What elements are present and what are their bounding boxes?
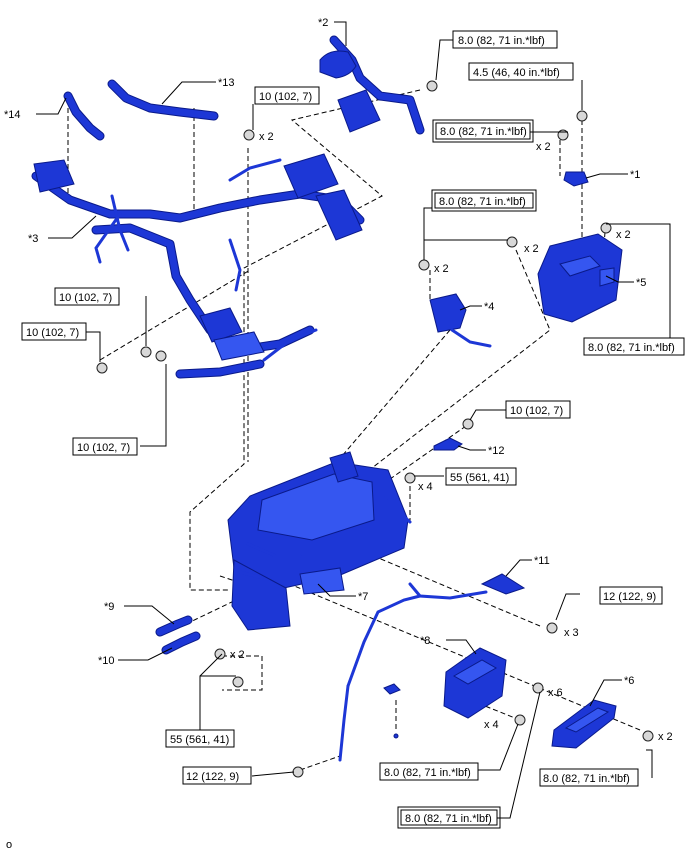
bolt-icon bbox=[514, 714, 526, 726]
bolt-icon bbox=[292, 766, 304, 778]
bolt-icon bbox=[576, 110, 588, 122]
svg-text:12 (122, 9): 12 (122, 9) bbox=[603, 591, 656, 603]
hose-part-2 bbox=[319, 35, 425, 135]
bolt-icon bbox=[404, 472, 416, 484]
callout-part-13: *13 bbox=[218, 77, 235, 89]
callout-part-12: *12 bbox=[488, 445, 505, 457]
svg-text:8.0 (82, 71 in.*lbf): 8.0 (82, 71 in.*lbf) bbox=[384, 767, 471, 779]
figure-code: o bbox=[6, 839, 12, 851]
bracket-part-1 bbox=[563, 171, 589, 187]
bolt-icon bbox=[462, 418, 474, 430]
torque-spec-10-bottom: 10 (102, 7) bbox=[72, 437, 138, 456]
quantity-label: x 2 bbox=[536, 141, 551, 153]
connector-part-8 bbox=[443, 647, 507, 719]
torque-spec-10-left: 10 (102, 7) bbox=[254, 86, 320, 105]
callout-part-11: *11 bbox=[534, 555, 550, 567]
hose-part-9 bbox=[155, 615, 193, 637]
svg-text:12 (122, 9): 12 (122, 9) bbox=[186, 771, 239, 783]
torque-spec-10-b: 10 (102, 7) bbox=[21, 322, 87, 341]
bolt-icon bbox=[506, 236, 518, 248]
torque-spec-12-bottom: 12 (122, 9) bbox=[182, 766, 252, 785]
torque-spec-55-top: 55 (561, 41) bbox=[445, 467, 517, 486]
torque-spec-45: 4.5 (46, 40 in.*lbf) bbox=[468, 62, 574, 81]
svg-text:8.0 (82, 71 in.*lbf): 8.0 (82, 71 in.*lbf) bbox=[440, 126, 527, 138]
wire-harness-part-3 bbox=[31, 153, 365, 379]
svg-text:8.0 (82, 71 in.*lbf): 8.0 (82, 71 in.*lbf) bbox=[543, 773, 630, 785]
torque-spec-top: 8.0 (82, 71 in.*lbf) bbox=[452, 30, 558, 49]
bolt-icon bbox=[214, 648, 226, 660]
quantity-label: x 6 bbox=[548, 687, 563, 699]
torque-spec-10-mid: 10 (102, 7) bbox=[505, 400, 571, 419]
connector-part-14 bbox=[63, 91, 105, 141]
svg-text:10 (102, 7): 10 (102, 7) bbox=[59, 292, 112, 304]
bracket-part-11 bbox=[338, 573, 526, 762]
bracket-part-4 bbox=[429, 293, 492, 348]
callout-part-6: *6 bbox=[624, 675, 634, 687]
svg-text:10 (102, 7): 10 (102, 7) bbox=[510, 405, 563, 417]
torque-spec-double-bottom: 8.0 (82, 71 in.*lbf) bbox=[397, 806, 501, 829]
svg-text:10 (102, 7): 10 (102, 7) bbox=[77, 442, 130, 454]
quantity-label: x 2 bbox=[434, 263, 449, 275]
plate-part-6 bbox=[551, 699, 617, 749]
svg-text:55 (561, 41): 55 (561, 41) bbox=[450, 472, 509, 484]
svg-text:55 (561, 41): 55 (561, 41) bbox=[170, 734, 229, 746]
callout-part-14: *14 bbox=[4, 109, 21, 121]
bolt-icon bbox=[140, 346, 152, 358]
callout-part-2: *2 bbox=[318, 17, 328, 29]
torque-spec-bottom-1: 8.0 (82, 71 in.*lbf) bbox=[379, 762, 479, 781]
callout-part-5: *5 bbox=[636, 277, 646, 289]
svg-text:8.0 (82, 71 in.*lbf): 8.0 (82, 71 in.*lbf) bbox=[458, 35, 545, 47]
callout-part-10: *10 bbox=[98, 655, 115, 667]
bolt-icon bbox=[243, 129, 255, 141]
quantity-label: x 4 bbox=[418, 481, 433, 493]
torque-spec-55-bottom: 55 (561, 41) bbox=[165, 729, 235, 748]
callout-part-8: *8 bbox=[420, 635, 430, 647]
bolt-icons bbox=[96, 80, 654, 778]
cover-part-5 bbox=[537, 233, 623, 323]
quantity-label: x 2 bbox=[616, 229, 631, 241]
torque-spec-bottom-2: 8.0 (82, 71 in.*lbf) bbox=[539, 768, 639, 787]
quantity-label: x 2 bbox=[230, 649, 245, 661]
bolt-icon bbox=[232, 676, 244, 688]
hose-part-10 bbox=[161, 631, 201, 655]
torque-spec-double-top: 8.0 (82, 71 in.*lbf) bbox=[432, 119, 534, 143]
bolt-icon bbox=[532, 682, 544, 694]
torque-spec-12-right: 12 (122, 9) bbox=[599, 586, 663, 605]
bolt-icon bbox=[600, 222, 612, 234]
bolt-icon bbox=[155, 350, 167, 362]
callout-part-9: *9 bbox=[104, 601, 114, 613]
wire-part-13 bbox=[107, 79, 219, 121]
bolt-icon bbox=[418, 259, 430, 271]
inverter-part-7 bbox=[227, 451, 412, 631]
leader-lines bbox=[36, 21, 671, 819]
quantity-label: x 2 bbox=[524, 243, 539, 255]
clamp-part bbox=[383, 683, 401, 739]
bolt-icon bbox=[426, 80, 438, 92]
svg-text:10 (102, 7): 10 (102, 7) bbox=[26, 327, 79, 339]
torque-spec-10-a: 10 (102, 7) bbox=[54, 287, 120, 306]
quantity-label: x 2 bbox=[658, 731, 673, 743]
callout-part-7: *7 bbox=[358, 591, 368, 603]
torque-spec-right: 8.0 (82, 71 in.*lbf) bbox=[583, 337, 685, 356]
bolt-icon bbox=[96, 362, 108, 374]
quantity-label: x 4 bbox=[484, 719, 499, 731]
quantity-label: x 3 bbox=[564, 627, 579, 639]
bolt-icon bbox=[642, 730, 654, 742]
svg-text:8.0 (82, 71 in.*lbf): 8.0 (82, 71 in.*lbf) bbox=[405, 813, 492, 825]
svg-text:10 (102, 7): 10 (102, 7) bbox=[259, 91, 312, 103]
quantity-label: x 2 bbox=[259, 131, 274, 143]
svg-text:8.0 (82, 71 in.*lbf): 8.0 (82, 71 in.*lbf) bbox=[588, 342, 675, 354]
callout-part-4: *4 bbox=[484, 301, 494, 313]
bracket-part-12 bbox=[433, 437, 463, 451]
svg-text:8.0 (82, 71 in.*lbf): 8.0 (82, 71 in.*lbf) bbox=[439, 196, 526, 208]
torque-spec-center: 8.0 (82, 71 in.*lbf) bbox=[431, 189, 537, 212]
callout-part-1: *1 bbox=[630, 169, 640, 181]
callout-part-3: *3 bbox=[28, 233, 38, 245]
svg-text:4.5 (46, 40 in.*lbf): 4.5 (46, 40 in.*lbf) bbox=[473, 67, 560, 79]
bolt-icon bbox=[546, 622, 558, 634]
